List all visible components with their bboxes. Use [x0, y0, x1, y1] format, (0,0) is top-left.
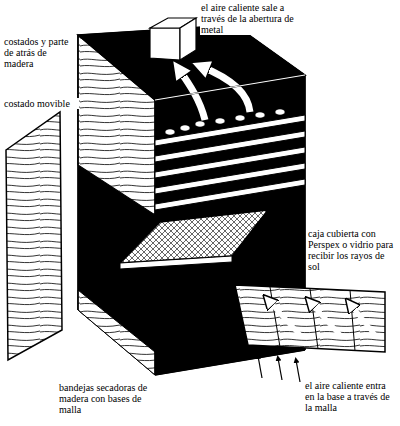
part-label: costado movible: [3, 98, 79, 109]
part-label: costados y parte de atrás de madera: [3, 36, 75, 69]
part-label: el aire caliente entra en la base a trav…: [304, 380, 398, 413]
part-label: bandejas secadoras de madera con bases d…: [58, 382, 152, 415]
part-label: el aire caliente sale a través de la abe…: [200, 2, 302, 35]
part-label: caja cubierta con Perspex o vidrio para …: [307, 228, 398, 272]
